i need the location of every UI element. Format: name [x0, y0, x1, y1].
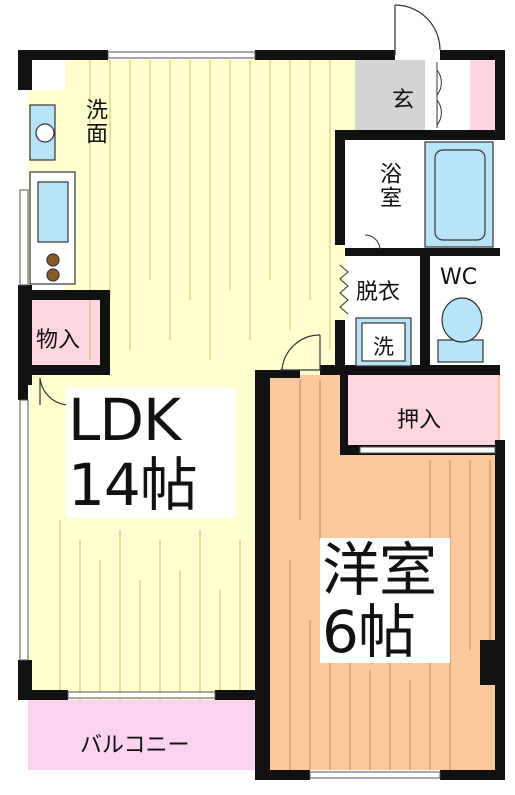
washstand-label: 洗面 [82, 98, 107, 146]
bath-door [364, 234, 381, 251]
walls [18, 50, 505, 780]
washing-machine-icon [355, 317, 412, 367]
storage-label: 物入 [36, 328, 81, 353]
dressing-curtain [339, 264, 349, 315]
toilet-label-box [434, 262, 492, 294]
entrance-door [394, 4, 441, 55]
washbasin-icon [29, 104, 56, 161]
toilet-label: WC [440, 265, 478, 290]
storage-door [39, 377, 71, 406]
western-room-size: 6帖 [322, 598, 416, 666]
closet-floor [342, 375, 498, 450]
entrance-step [425, 60, 475, 130]
shoe-box [470, 60, 498, 130]
bathtub-icon [424, 141, 494, 248]
laundry-label: 洗 [373, 335, 394, 359]
bath-label-box [365, 160, 405, 225]
entrance-floor [355, 60, 425, 130]
closet-label: 押入 [397, 408, 442, 433]
ldk-room-size: 14帖 [68, 451, 198, 519]
entrance-label: 玄 [392, 88, 415, 113]
bath-label: 浴室 [376, 162, 401, 210]
kitchen-sink-icon [29, 171, 76, 285]
dressing-label: 脱衣 [356, 280, 401, 305]
western-label-box [320, 538, 450, 663]
western-room-name: 洋室 [322, 536, 437, 604]
balcony-floor [28, 700, 260, 770]
balcony-label: バルコニー [80, 733, 190, 758]
windows [19, 51, 496, 779]
ldk-floorboard-lines [59, 60, 331, 700]
ldk-label-box [66, 388, 236, 518]
toilet-icon [437, 297, 484, 363]
western-door [280, 334, 321, 371]
dressing-label-box [352, 270, 410, 306]
ldk-room-name: LDK [68, 386, 181, 454]
ldk-floor-upper [255, 60, 355, 140]
shoe-box-doors [436, 62, 442, 128]
